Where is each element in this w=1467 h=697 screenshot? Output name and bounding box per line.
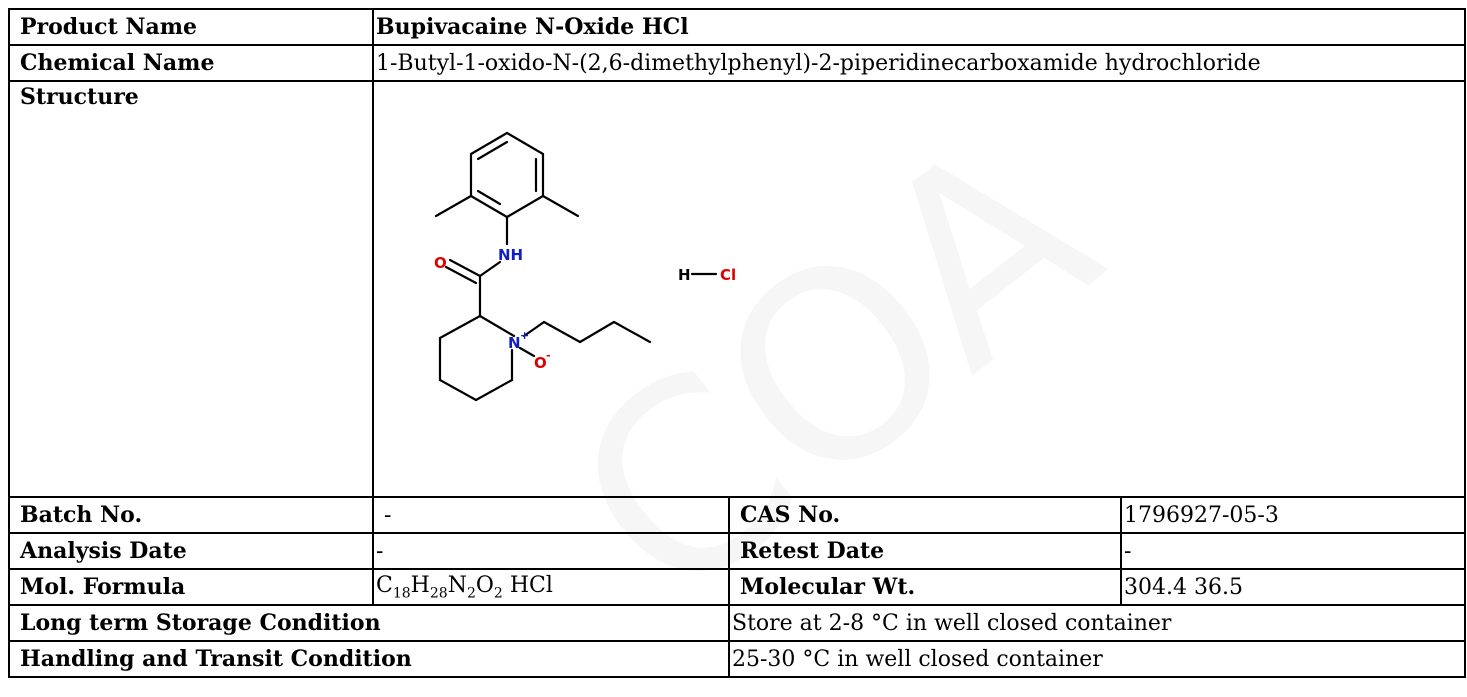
coa-table: Product Name Bupivacaine N-Oxide HCl Che…: [8, 8, 1467, 678]
analysis-date-value: -: [372, 532, 730, 570]
structure-drawing: O NH N + O - H Cl: [434, 131, 736, 402]
storage-value: Store at 2-8 °C in well closed container: [727, 604, 1467, 642]
batch-value: -: [372, 496, 730, 534]
handling-value: 25-30 °C in well closed container: [727, 640, 1467, 678]
mol-formula-value: C18H28N2O2 HCl: [372, 568, 730, 606]
row-handling: Handling and Transit Condition 25-30 °C …: [8, 640, 1467, 678]
atom-n-charge: +: [520, 329, 529, 342]
atom-o-oxide: O: [534, 354, 547, 372]
retest-date-value: -: [1119, 532, 1467, 570]
chemical-name-value: 1-Butyl-1-oxido-N-(2,6-dimethylphenyl)-2…: [371, 44, 1467, 82]
row-dates: Analysis Date - Retest Date -: [8, 532, 1467, 570]
cas-label: CAS No.: [728, 496, 1122, 534]
structure-label: Structure: [8, 80, 374, 498]
structure-cell: O NH N + O - H Cl: [371, 80, 1467, 498]
mol-formula-label: Mol. Formula: [8, 568, 374, 606]
batch-label: Batch No.: [8, 496, 374, 534]
product-name-label: Product Name: [8, 8, 374, 46]
retest-date-label: Retest Date: [728, 532, 1122, 570]
mol-weight-value: 304.4 36.5: [1119, 568, 1467, 606]
row-structure: Structure: [8, 80, 1467, 498]
row-storage: Long term Storage Condition Store at 2-8…: [8, 604, 1467, 642]
atom-o-carbonyl: O: [434, 254, 447, 272]
row-product-name: Product Name Bupivacaine N-Oxide HCl: [8, 8, 1467, 46]
row-formula-weight: Mol. Formula C18H28N2O2 HCl Molecular Wt…: [8, 568, 1467, 606]
storage-label: Long term Storage Condition: [8, 604, 730, 642]
cas-value: 1796927-05-3: [1119, 496, 1467, 534]
row-batch-cas: Batch No. - CAS No. 1796927-05-3: [8, 496, 1467, 534]
chemical-name-label: Chemical Name: [8, 44, 374, 82]
mol-weight-label: Molecular Wt.: [728, 568, 1122, 606]
row-chemical-name: Chemical Name 1-Butyl-1-oxido-N-(2,6-dim…: [8, 44, 1467, 82]
atom-o-charge: -: [546, 349, 551, 362]
atom-cl: Cl: [720, 266, 736, 284]
atom-n-ring: N: [508, 334, 521, 352]
handling-label: Handling and Transit Condition: [8, 640, 730, 678]
atom-nh: NH: [498, 246, 523, 264]
analysis-date-label: Analysis Date: [8, 532, 374, 570]
atom-h: H: [678, 266, 691, 284]
product-name-value: Bupivacaine N-Oxide HCl: [371, 8, 1467, 46]
